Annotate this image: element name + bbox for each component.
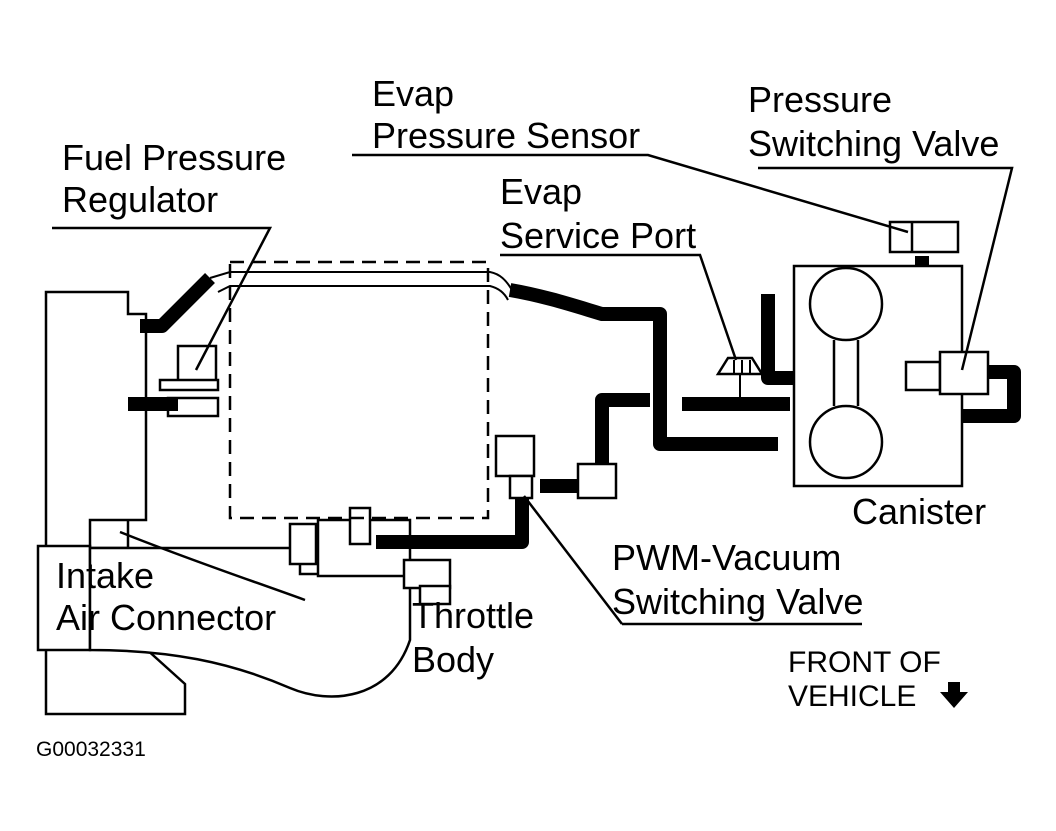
intake-air-connector-label-line1: Intake (56, 555, 154, 596)
front-of-vehicle-label-line2: VEHICLE (788, 680, 916, 713)
pressure-switching-valve-label-line2: Switching Valve (748, 123, 999, 164)
front-of-vehicle-label-line1: FRONT OF (788, 646, 941, 679)
evap-service-port-label-line1: Evap (500, 171, 582, 212)
evap-service-port (715, 356, 765, 404)
canister-label: Canister (852, 491, 986, 532)
canister (792, 264, 964, 488)
throttle-body-label-line1: Throttle (412, 595, 534, 636)
fuel-pressure-regulator-label-line1: Fuel Pressure (62, 137, 286, 178)
pressure-switching-valve-label-line1: Pressure (748, 79, 892, 120)
pwm-vacuum-switching-valve (494, 434, 618, 500)
evap-pressure-sensor-label-line2: Pressure Sensor (372, 115, 640, 156)
evap-service-port-label-line2: Service Port (500, 215, 696, 256)
evap-pressure-sensor (888, 220, 960, 254)
fuel-pressure-regulator-label-line2: Regulator (62, 179, 218, 220)
fuel-rail-tube (209, 271, 513, 301)
engine-cover-outline (228, 260, 490, 520)
throttle-body-label-line2: Body (412, 639, 494, 680)
pwm-vacuum-switching-valve-label-line1: PWM-Vacuum (612, 537, 841, 578)
evap-pressure-sensor-label-line1: Evap (372, 73, 454, 114)
pwm-vacuum-switching-valve-label-line2: Switching Valve (612, 581, 863, 622)
intake-air-connector-label-line2: Air Connector (56, 597, 276, 638)
intake-air-connector (36, 544, 412, 698)
figure-id: G00032331 (36, 738, 146, 761)
arrow-down-icon (940, 682, 968, 708)
air-cleaner-box (44, 646, 187, 716)
leader-lines (52, 153, 1014, 626)
intake-manifold (44, 290, 148, 550)
